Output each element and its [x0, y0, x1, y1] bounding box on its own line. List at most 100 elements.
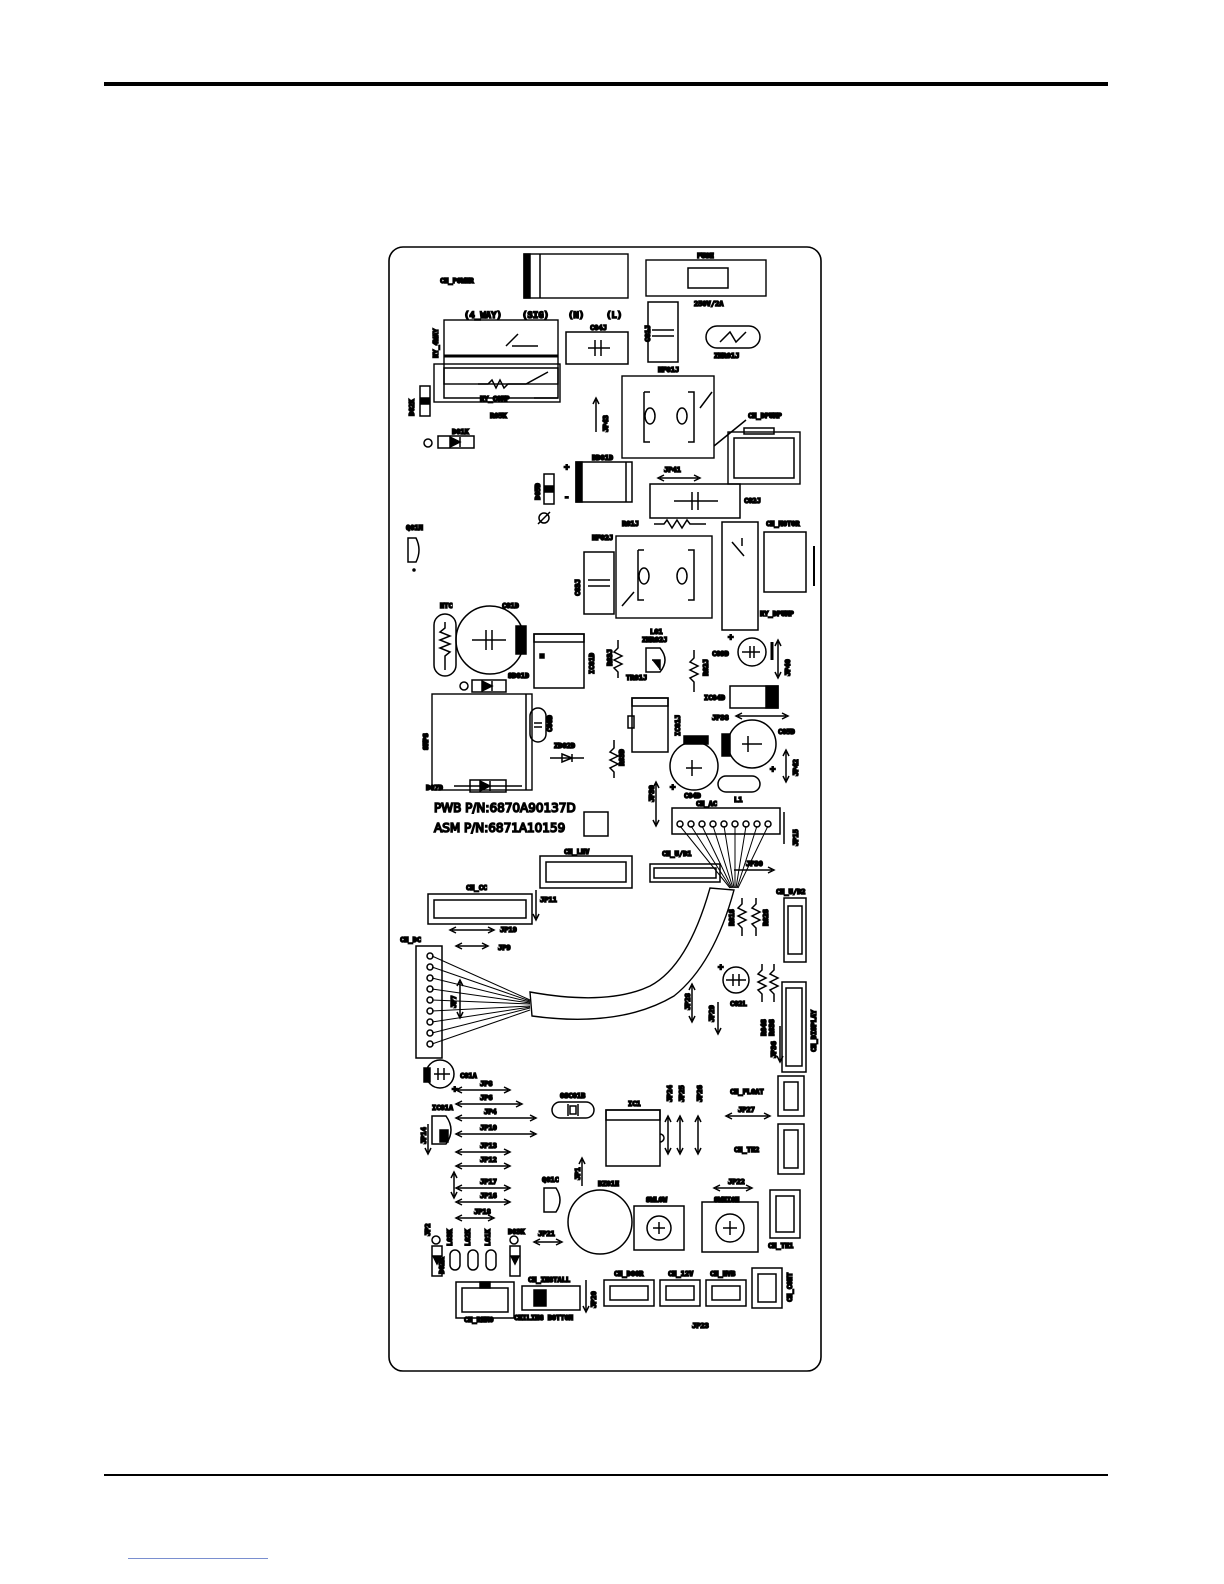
ic01a-label: IC01A	[432, 1104, 454, 1112]
jumper-jp12	[454, 1162, 512, 1170]
diode-d02k-top	[419, 385, 431, 417]
jp42-label: JP42	[792, 759, 800, 776]
c01a-label: C01A	[460, 1072, 478, 1080]
capacitor-c09d	[737, 637, 774, 667]
ic04d-label: IC04D	[704, 694, 725, 702]
cn-power-label: CN_POWER	[440, 277, 475, 285]
jumper-jp14	[424, 1124, 432, 1156]
asm-part-number: ASM P/N:6871A10159	[434, 821, 565, 835]
jumper-jp39	[652, 780, 660, 828]
buzzer-bz01e	[567, 1189, 633, 1255]
plus-bd01d: +	[564, 463, 570, 473]
jp10-label: JP10	[480, 1124, 497, 1132]
thermistor-ntc	[433, 613, 457, 677]
c01d-label: C01D	[502, 602, 519, 610]
cn-door-connector	[603, 1279, 655, 1307]
jumper-jp28	[688, 982, 696, 1024]
jumper-jp18	[454, 1214, 496, 1222]
relay-ry-4way	[443, 319, 559, 385]
ceiling-bottom-label: CEILING BOTTOM	[514, 1314, 573, 1322]
cn-door-label: CN_DOOR	[614, 1270, 644, 1278]
pwb-part-number: PWB P/N:6870A90137D	[434, 801, 576, 815]
cn-lev-label: CN_LEV	[564, 848, 590, 856]
r04s-label: R04S	[760, 1019, 768, 1036]
resistor-r02s	[750, 898, 762, 936]
jumper-jp17	[454, 1184, 512, 1192]
jp20-label: JP20	[590, 1291, 598, 1308]
resistor-r04s	[756, 964, 768, 1002]
relay-ry-comp	[433, 363, 561, 403]
smps-label: SMPS	[422, 733, 430, 750]
fuse-label: FUSE	[697, 252, 714, 260]
jp22-label: JP22	[728, 1178, 745, 1186]
jumper-jp1	[578, 1156, 586, 1186]
jumper-jp26	[694, 1114, 702, 1156]
smps-transformer	[431, 693, 533, 791]
electrolytic-capacitor-c05d	[721, 719, 777, 769]
r01s-label: R01S	[728, 909, 736, 926]
jumper-jp19	[448, 926, 496, 934]
c03j-label: C03J	[574, 579, 582, 596]
cn-dpump-label: CN_DPUMP	[748, 412, 782, 420]
fuse-holder	[645, 259, 767, 297]
r05k-label: R05K	[490, 412, 508, 420]
cn-th2-label: CN_TH2	[734, 1146, 759, 1154]
cn-dpump-connector	[727, 427, 801, 485]
cn-12v-label: CN_12V	[668, 1270, 694, 1278]
cn-power-connector	[523, 253, 629, 299]
fuse-rating: 250V/2A	[694, 300, 724, 308]
ic01d-label: IC01D	[588, 653, 596, 674]
l01-label: L01	[650, 628, 663, 636]
capacitor-c02l	[722, 966, 750, 994]
jp11-label: JP11	[540, 896, 557, 904]
transistor-tr01j	[645, 647, 666, 673]
jp13-label: JP13	[480, 1142, 497, 1150]
jumper-jp30	[734, 866, 776, 874]
jp24-label: JP24	[666, 1085, 674, 1102]
jumper-jp13	[454, 1148, 512, 1156]
jumper-jp10	[454, 1130, 538, 1138]
cn-ac-wires	[679, 825, 769, 889]
jp26-label: JP26	[696, 1085, 704, 1102]
c06d-left-label: C06D	[546, 715, 554, 732]
cn-cc-connector	[427, 893, 533, 925]
c02j-label: C02J	[744, 497, 761, 505]
capacitor-c01j	[647, 301, 679, 363]
cn-ud2-connector	[783, 897, 807, 963]
ic-ic01d	[533, 633, 585, 689]
nf02j-label: NF02J	[592, 534, 613, 542]
jumper-jp4	[454, 1114, 538, 1122]
zd02d-label: ZD02D	[554, 742, 575, 750]
znr02j-label: ZNR02J	[642, 636, 667, 644]
c04j-label: C04J	[590, 324, 607, 332]
jumper-jp24	[664, 1114, 672, 1156]
cn-dc-connector	[415, 945, 443, 1059]
diode-d01k	[423, 435, 475, 449]
cn-12v-connector	[659, 1279, 701, 1307]
ic-ic01j	[627, 697, 669, 753]
terminal-n: (N)	[568, 311, 584, 321]
cn-th1-label: CN_TH1	[768, 1242, 793, 1250]
zener-zd02d	[550, 752, 584, 764]
ic-ic04d	[729, 685, 779, 709]
c05d-label: C05D	[778, 728, 795, 736]
tr01j-label: TR01J	[626, 674, 647, 682]
jumper-jp9	[454, 942, 490, 950]
ry-comp-label: RY_COMP	[480, 395, 510, 403]
ic-ic1	[605, 1109, 665, 1167]
noise-filter-nf02j	[615, 535, 713, 619]
c09d-label: C09D	[712, 650, 729, 658]
diode-d07d	[454, 779, 522, 793]
noise-filter-nf01j	[621, 375, 715, 459]
q01m-label: Q01M	[406, 524, 423, 532]
swhigh-label: SWHIGH	[714, 1196, 739, 1204]
jumper-jp22	[712, 1184, 754, 1192]
cn-motor-connector	[763, 531, 815, 593]
electrolytic-capacitor-c04d	[669, 735, 719, 791]
r03d-label: R03D	[618, 749, 626, 766]
ry-4way-label: RY_4WAY	[432, 328, 440, 358]
cn-remo-connector	[455, 1281, 515, 1319]
d02k-top-label: D02K	[408, 398, 416, 416]
jumper-jp20	[582, 1280, 590, 1314]
terminal-4way: (4_WAY)	[464, 311, 502, 321]
